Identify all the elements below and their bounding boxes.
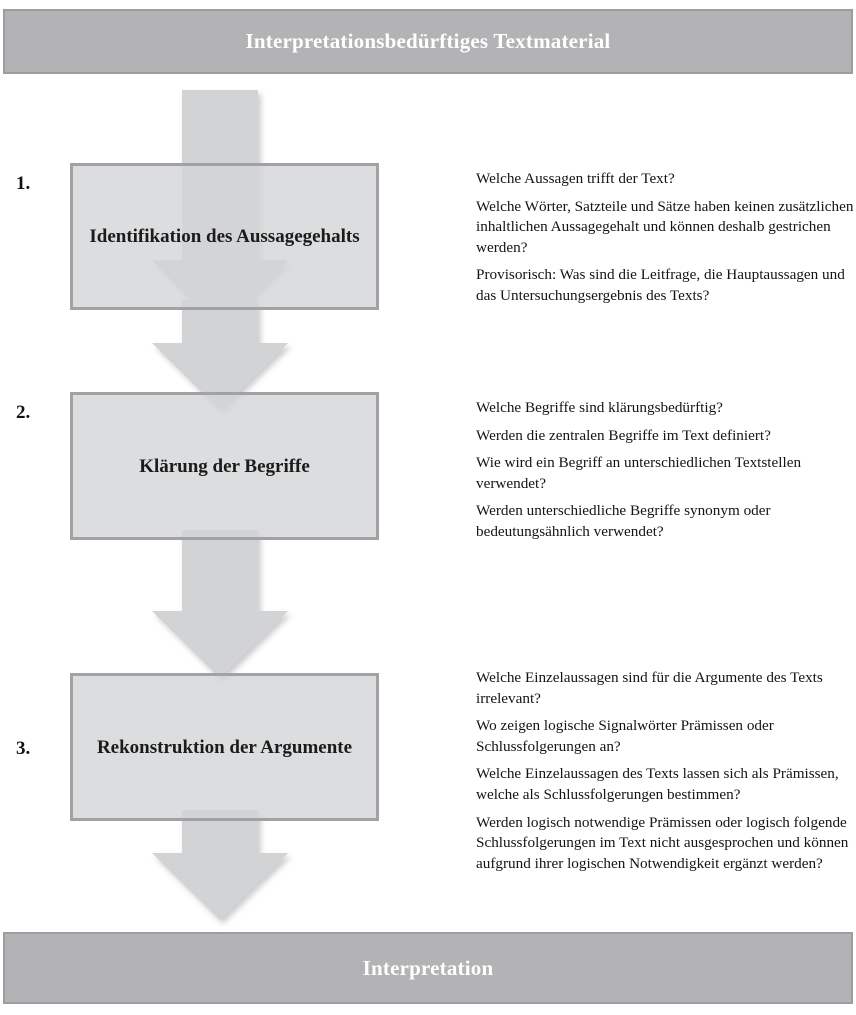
question-item: Wie wird ein Begriff an unterschiedliche… [476, 454, 802, 492]
footer-banner: Interpretation [3, 932, 853, 1004]
down-arrow-icon [152, 300, 288, 410]
step-number-1: 1. [16, 173, 31, 194]
question-item: Wo zeigen logische Signalwörter Prämisse… [476, 717, 774, 755]
question-item: Welche Einzelaussagen des Texts lassen s… [476, 765, 839, 803]
question-item: Werden unterschiedliche Begriffe synonym… [476, 502, 771, 540]
footer-banner-label: Interpretation [362, 955, 494, 980]
question-item: Werden die zentralen Begriffe im Text de… [476, 426, 771, 444]
arrow-step1-to-step2 [152, 300, 288, 410]
step-box-1-label: Identifikation des Aussagegehalts [89, 226, 360, 247]
question-list-step-1: Welche Aussagen trifft der Text? Welche … [476, 169, 856, 307]
down-arrow-icon [152, 530, 288, 678]
question-item: Welche Einzelaussagen sind für die Argum… [476, 669, 823, 707]
question-item: Welche Aussagen trifft der Text? [476, 170, 675, 187]
question-item: Provisorisch: Was sind die Leitfrage, di… [476, 266, 845, 304]
step-box-2-label: Klärung der Begriffe [139, 455, 310, 477]
step-number-3: 3. [16, 738, 31, 759]
question-list-step-3: Welche Einzelaussagen sind für die Argum… [476, 668, 856, 874]
step-box-3[interactable]: Rekonstruktion der Argumente [70, 673, 379, 821]
arrow-step3-to-footer [152, 810, 288, 920]
step-number-2: 2. [16, 402, 31, 423]
question-item: Welche Begriffe sind klärungsbedürftig? [476, 399, 723, 416]
step-box-3-label: Rekonstruktion der Argumente [96, 736, 353, 758]
step-box-1[interactable]: Identifikation des Aussagegehalts [70, 163, 379, 310]
question-item: Werden logisch notwendige Prämissen oder… [476, 813, 849, 872]
step-box-2[interactable]: Klärung der Begriffe [70, 392, 379, 540]
title-banner-label: Interpretationsbedürftiges Textmaterial [245, 29, 611, 53]
question-list-step-2: Welche Begriffe sind klärungsbedürftig? … [476, 398, 856, 543]
question-item: Welche Wörter, Satzteile und Sätze haben… [476, 197, 854, 256]
down-arrow-icon [152, 810, 288, 920]
arrow-step2-to-step3 [152, 530, 288, 678]
title-banner: Interpretationsbedürftiges Textmaterial [3, 9, 853, 74]
